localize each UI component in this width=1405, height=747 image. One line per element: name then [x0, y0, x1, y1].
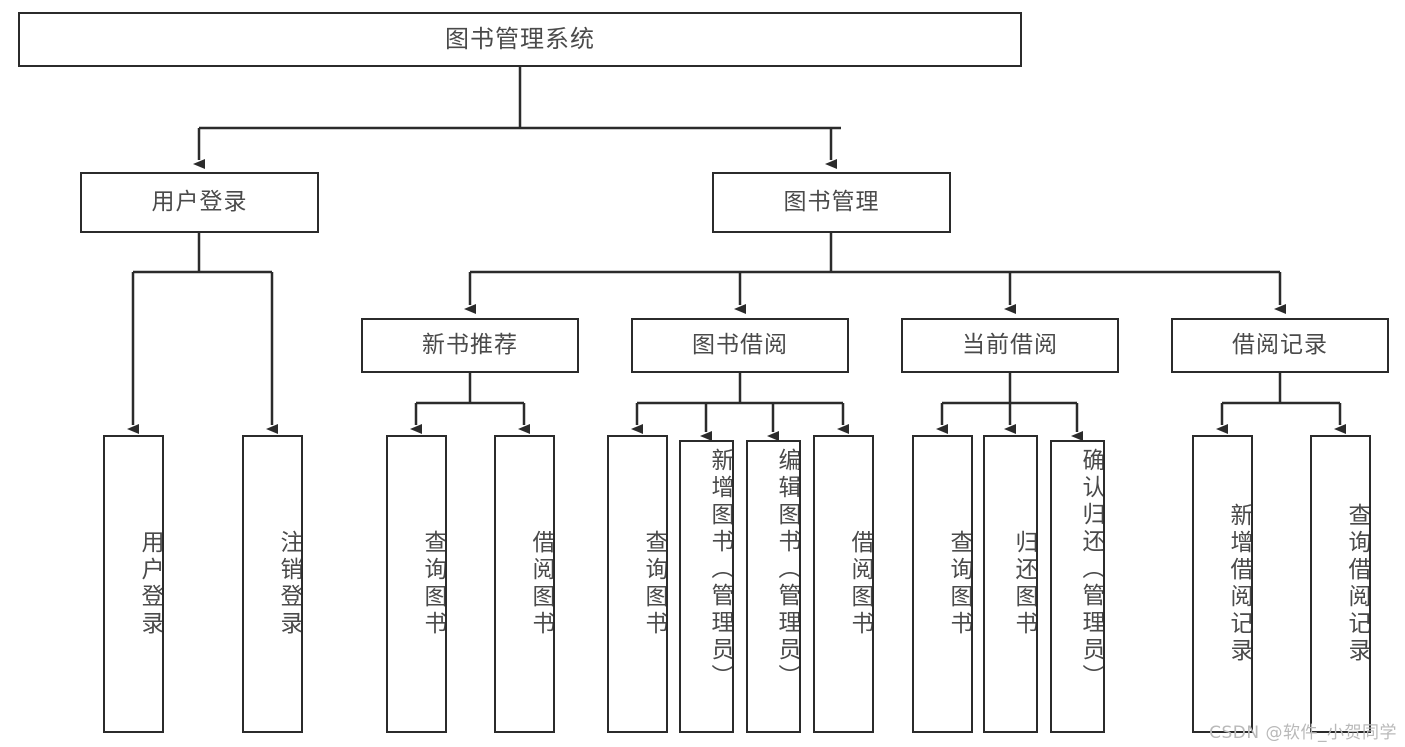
leaf-current-borrow-confirm-return-admin[interactable]: 确认归还（管理员）	[1050, 440, 1105, 733]
node-label: 新增图书（管理员）	[707, 448, 733, 691]
node-label: 用户登录	[151, 188, 248, 215]
leaf-new-book-query-book[interactable]: 查询图书	[386, 435, 447, 733]
leaf-book-borrow-add-book-admin[interactable]: 新增图书（管理员）	[679, 440, 734, 733]
node-book-management[interactable]: 图书管理	[712, 172, 951, 233]
leaf-current-borrow-query-book[interactable]: 查询图书	[912, 435, 973, 733]
leaf-current-borrow-return-book[interactable]: 归还图书	[983, 435, 1038, 733]
leaf-book-borrow-borrow-book[interactable]: 借阅图书	[813, 435, 874, 733]
leaf-borrow-record-add-record[interactable]: 新增借阅记录	[1192, 435, 1253, 733]
node-label: 借阅记录	[1232, 331, 1328, 358]
node-label: 当前借阅	[962, 331, 1058, 358]
leaf-new-book-borrow-book[interactable]: 借阅图书	[494, 435, 555, 733]
node-borrow-record[interactable]: 借阅记录	[1171, 318, 1389, 373]
node-label: 注销登录	[276, 530, 302, 638]
node-label: 用户登录	[137, 530, 163, 638]
leaf-book-borrow-edit-book-admin[interactable]: 编辑图书（管理员）	[746, 440, 801, 733]
node-current-borrow[interactable]: 当前借阅	[901, 318, 1119, 373]
node-label: 查询借阅记录	[1344, 503, 1370, 665]
node-label: 查询图书	[946, 530, 972, 638]
node-label: 归还图书	[1011, 530, 1037, 638]
node-label: 编辑图书（管理员）	[774, 448, 800, 691]
node-label: 查询图书	[420, 530, 446, 638]
node-book-borrow[interactable]: 图书借阅	[631, 318, 849, 373]
node-user-login[interactable]: 用户登录	[80, 172, 319, 233]
node-label: 新增借阅记录	[1226, 503, 1252, 665]
leaf-book-borrow-query-book[interactable]: 查询图书	[607, 435, 668, 733]
node-root-book-management-system[interactable]: 图书管理系统	[18, 12, 1022, 67]
node-label: 图书借阅	[692, 331, 788, 358]
node-label: 确认归还（管理员）	[1078, 448, 1104, 691]
node-label: 查询图书	[641, 530, 667, 638]
node-label: 借阅图书	[528, 530, 554, 638]
node-label: 图书管理系统	[445, 25, 595, 54]
node-new-book-recommend[interactable]: 新书推荐	[361, 318, 579, 373]
leaf-user-login-login[interactable]: 用户登录	[103, 435, 164, 733]
node-label: 新书推荐	[422, 331, 518, 358]
node-label: 图书管理	[783, 188, 880, 215]
leaf-user-login-logout[interactable]: 注销登录	[242, 435, 303, 733]
node-label: 借阅图书	[847, 530, 873, 638]
leaf-borrow-record-query-record[interactable]: 查询借阅记录	[1310, 435, 1371, 733]
